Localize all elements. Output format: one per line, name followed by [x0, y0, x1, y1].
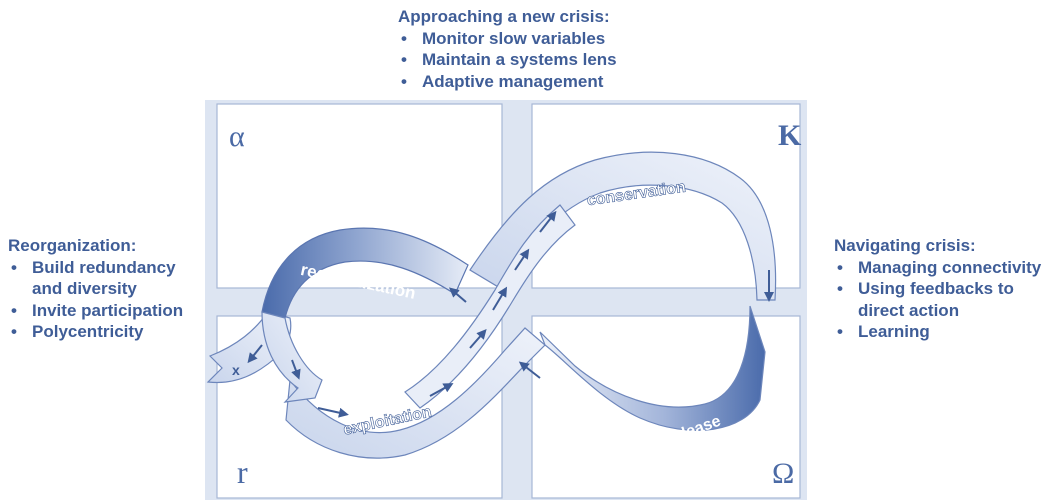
quadrant-k-label: K	[778, 119, 802, 152]
left-note-item: • Polycentricity	[8, 321, 183, 343]
top-note-item: • Adaptive management	[398, 71, 617, 93]
right-note-list: • Managing connectivity • Using feedbacks …	[834, 257, 1041, 343]
left-note-item-text: Polycentricity	[32, 322, 144, 341]
top-note-list: • Monitor slow variables • Maintain a syst…	[398, 28, 617, 93]
crossing-arrow-1	[469, 328, 487, 349]
left-note-item-text: and diversity	[32, 279, 137, 298]
left-note-item: • Build redundancy	[8, 257, 183, 279]
bullet-glyph: •	[401, 50, 407, 69]
bullet-glyph: •	[837, 322, 843, 341]
left-note-item-continuation: and diversity	[8, 278, 183, 300]
top-note-item-text: Adaptive management	[422, 71, 604, 91]
right-note-item-continuation: direct action	[834, 300, 1041, 322]
left-note-heading: Reorganization:	[8, 236, 137, 255]
top-note-item-text: Maintain a systems lens	[422, 50, 617, 69]
exploitation-ribbon	[285, 327, 546, 459]
left-note-list: • Build redundancy and diversity • Invite …	[8, 257, 183, 343]
release-ribbon	[539, 305, 766, 432]
top-note-item: • Monitor slow variables	[398, 28, 617, 50]
crossing-arrow-3	[514, 248, 530, 271]
exit-label: x	[232, 362, 240, 378]
exploitation-arrow-1	[317, 407, 349, 418]
exploitation-arrow-2	[429, 383, 454, 397]
quadrant-r-label: r	[237, 454, 248, 490]
bullet-glyph: •	[837, 257, 843, 277]
bullet-glyph: •	[401, 71, 407, 91]
bullet-glyph: •	[11, 322, 17, 341]
reorganization-ribbon	[261, 227, 469, 319]
reorganization-loop-arrow	[291, 359, 301, 380]
quadrant-omega-label: Ω	[772, 457, 794, 490]
crossing-arrow-2	[492, 286, 508, 311]
right-note-item: • Learning	[834, 321, 1041, 343]
top-note-item: • Maintain a systems lens	[398, 49, 617, 71]
bullet-glyph: •	[11, 257, 17, 277]
left-note: Reorganization: • Build redundancy and di…	[8, 235, 183, 343]
bullet-glyph: •	[837, 279, 843, 298]
exit-arrow	[247, 344, 263, 364]
quadrant-alpha-label: α	[229, 120, 245, 153]
right-note: Navigating crisis: • Managing connectivit…	[834, 235, 1041, 343]
flow-arrows	[247, 210, 774, 418]
right-note-heading: Navigating crisis:	[834, 236, 976, 255]
right-note-item-text: Learning	[858, 322, 930, 341]
crossing-arrow-4	[539, 210, 557, 233]
top-note-heading: Approaching a new crisis:	[398, 7, 610, 26]
central-crossing-ribbon	[404, 204, 576, 409]
left-note-item-text: Invite participation	[32, 300, 184, 320]
left-note-item-text: Build redundancy	[32, 257, 176, 277]
release-arrow	[518, 361, 541, 379]
right-note-item-text: direct action	[858, 300, 960, 320]
right-note-item: • Managing connectivity	[834, 257, 1041, 279]
bullet-glyph: •	[11, 300, 17, 320]
right-note-item: • Using feedbacks to	[834, 278, 1041, 300]
top-note: Approaching a new crisis: • Monitor slow …	[398, 6, 617, 92]
right-note-item-text: Managing connectivity	[858, 257, 1042, 277]
right-note-item-text: Using feedbacks to	[858, 279, 1014, 298]
top-note-item-text: Monitor slow variables	[422, 28, 606, 48]
left-note-item: • Invite participation	[8, 300, 183, 322]
conservation-ribbon	[469, 151, 777, 301]
reorganization-arrow	[448, 287, 467, 303]
bullet-glyph: •	[401, 28, 407, 48]
reorganization-tail	[261, 311, 323, 403]
